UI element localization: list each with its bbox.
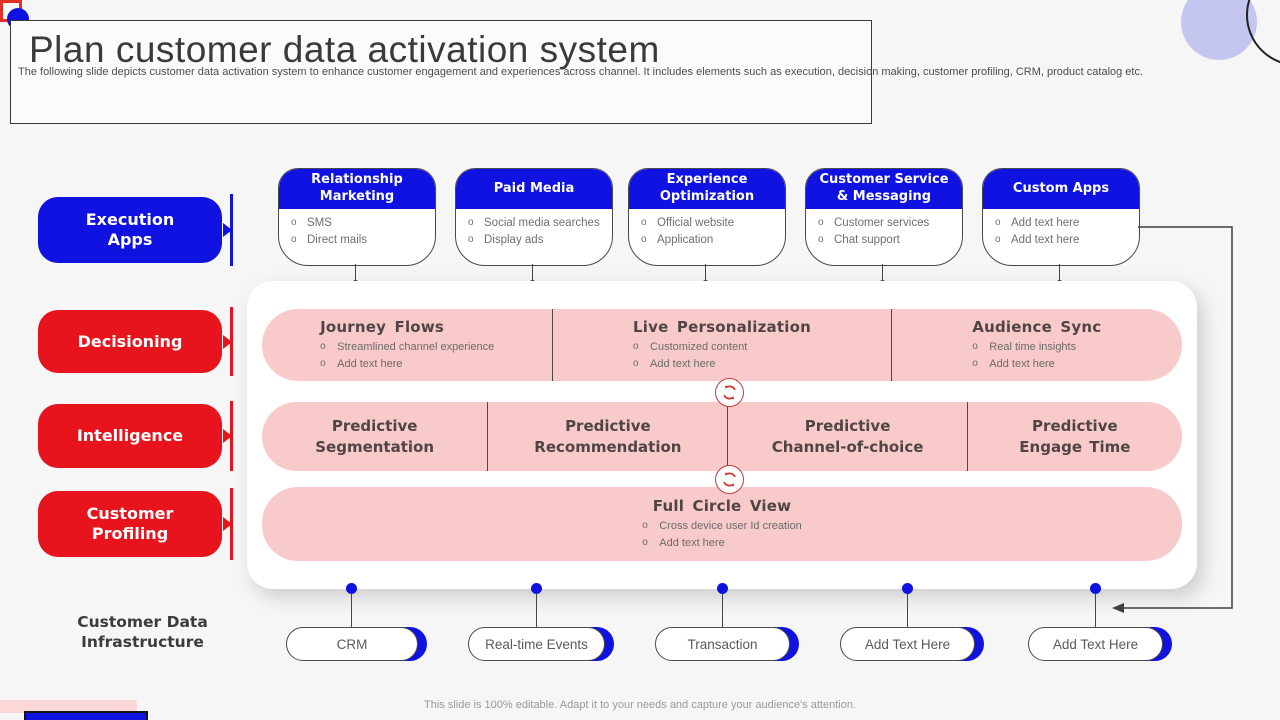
page-subtitle: The following slide depicts customer dat…: [18, 66, 1144, 78]
section-item: Customized content: [633, 339, 747, 356]
intelligence-row[interactable]: Predictive Segmentation Predictive Recom…: [262, 402, 1182, 471]
cell-title: Predictive Segmentation: [315, 417, 435, 456]
section-title: Live Personalization: [633, 318, 811, 336]
card-item: Application: [641, 233, 779, 248]
section-item: Add text here: [972, 356, 1076, 373]
cell-title: Predictive Engage Time: [1019, 417, 1131, 456]
card-header: Customer Service & Messaging: [806, 169, 962, 209]
card-header: Custom Apps: [983, 169, 1139, 209]
card-header: Experience Optimization: [629, 169, 785, 209]
chevron-right-icon: [223, 334, 232, 349]
pill-label: Add Text Here: [1028, 627, 1163, 661]
infra-pill-add-text-1[interactable]: Add Text Here: [840, 627, 984, 661]
infra-pill-transaction[interactable]: Transaction: [655, 627, 799, 661]
cell-title: Predictive Recommendation: [534, 417, 682, 456]
page-title: Plan customer data activation system: [29, 29, 660, 70]
footer-note: This slide is 100% editable. Adapt it to…: [424, 699, 856, 711]
customer-profiling-row[interactable]: Full Circle View Cross device user Id cr…: [262, 487, 1182, 561]
decoration-blue-bar: [24, 711, 148, 720]
sync-refresh-icon[interactable]: [715, 378, 744, 407]
section-item: Add text here: [320, 356, 494, 373]
infrastructure-label: Customer Data Infrastructure: [77, 613, 208, 652]
pill-stem: [351, 594, 352, 627]
decoration-outline-circle: [1246, 0, 1280, 66]
card-item: SMS: [291, 216, 429, 231]
pill-stem: [722, 594, 723, 627]
card-item: Add text here: [995, 233, 1133, 248]
row-label-intelligence[interactable]: Intelligence: [38, 401, 233, 471]
decoration-lavender-circle: [1181, 0, 1257, 60]
pill-stem: [907, 594, 908, 627]
pill-label: CRM: [286, 627, 418, 661]
title-box: Plan customer data activation system: [10, 20, 872, 124]
pill-dot: [1090, 583, 1101, 594]
row-label-text: Decisioning: [77, 331, 183, 351]
chevron-right-icon: [223, 429, 232, 443]
app-card-experience-optimization[interactable]: Experience Optimization Official website…: [628, 168, 786, 266]
pill-label: Real-time Events: [468, 627, 605, 661]
card-item: Official website: [641, 216, 779, 231]
pill-stem: [536, 594, 537, 627]
infra-pill-add-text-2[interactable]: Add Text Here: [1028, 627, 1172, 661]
app-card-customer-service-messaging[interactable]: Customer Service & Messaging Customer se…: [805, 168, 963, 266]
chevron-right-icon: [223, 223, 232, 237]
card-header: Paid Media: [456, 169, 612, 209]
cell-title: Predictive Channel-of-choice: [771, 417, 924, 456]
card-header: Relationship Marketing: [279, 169, 435, 209]
decisioning-row[interactable]: Journey Flows Streamlined channel experi…: [262, 309, 1182, 381]
row-label-execution-apps[interactable]: Execution Apps: [38, 194, 233, 266]
infra-pill-realtime-events[interactable]: Real-time Events: [468, 627, 614, 661]
row-label-customer-profiling[interactable]: Customer Profiling: [38, 488, 233, 560]
connector-stem: [355, 264, 356, 283]
row-label-text: Intelligence: [76, 426, 184, 445]
connector-stem: [1059, 264, 1060, 283]
pill-label: Transaction: [655, 627, 790, 661]
app-card-paid-media[interactable]: Paid Media Social media searches Display…: [455, 168, 613, 266]
decoration-pink-bar: [0, 700, 137, 713]
section-title: Audience Sync: [972, 318, 1102, 336]
card-item: Display ads: [468, 233, 606, 248]
card-item: Add text here: [995, 216, 1133, 231]
card-item: Chat support: [818, 233, 956, 248]
row-label-text: Customer Profiling: [86, 504, 174, 543]
pill-stem: [1095, 594, 1096, 627]
card-item: Social media searches: [468, 216, 606, 231]
section-item: Real time insights: [972, 339, 1076, 356]
connector-stem: [882, 264, 883, 283]
section-item: Cross device user Id creation: [642, 518, 801, 535]
pill-label: Add Text Here: [840, 627, 975, 661]
app-card-custom-apps[interactable]: Custom Apps Add text here Add text here: [982, 168, 1140, 266]
card-item: Customer services: [818, 216, 956, 231]
section-title: Journey Flows: [320, 318, 445, 336]
sync-refresh-icon[interactable]: [715, 465, 744, 494]
infra-pill-crm[interactable]: CRM: [286, 627, 427, 661]
connector-stem: [532, 264, 533, 283]
section-item: Add text here: [633, 356, 747, 373]
section-title: Full Circle View: [652, 497, 792, 515]
card-item: Direct mails: [291, 233, 429, 248]
app-card-relationship-marketing[interactable]: Relationship Marketing SMS Direct mails: [278, 168, 436, 266]
section-item: Streamlined channel experience: [320, 339, 494, 356]
row-label-text: Execution Apps: [85, 210, 175, 249]
row-label-decisioning[interactable]: Decisioning: [38, 307, 233, 376]
pill-dot: [346, 583, 357, 594]
pill-dot: [902, 583, 913, 594]
pill-dot: [717, 583, 728, 594]
connector-stem: [705, 264, 706, 283]
chevron-right-icon: [223, 517, 232, 531]
pill-dot: [531, 583, 542, 594]
section-item: Add text here: [642, 535, 801, 552]
